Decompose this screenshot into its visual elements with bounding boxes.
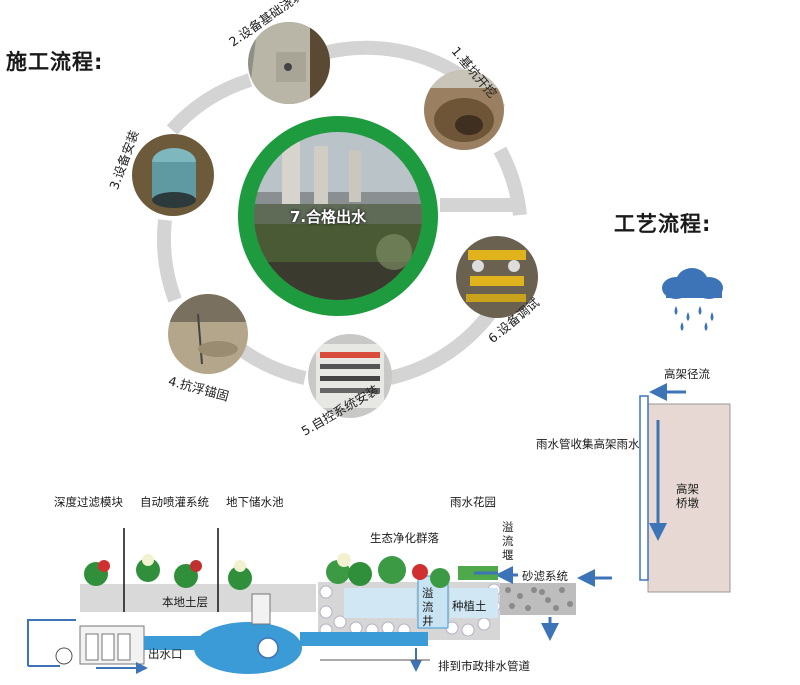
step-3-photo	[132, 134, 214, 216]
label-to-municipal: 排到市政排水管道	[438, 659, 530, 673]
label-outlet: 出水口	[148, 647, 183, 661]
step-4-photo	[168, 294, 248, 374]
label-overflow-well-3: 井	[422, 614, 434, 628]
label-overflow-weir: 溢 流 堰	[502, 520, 514, 562]
step-2-photo	[248, 22, 330, 104]
label-downpipe: 雨水管收集高架雨水	[536, 437, 640, 451]
label-eco-community: 生态净化群落	[370, 531, 439, 545]
process-heading: 工艺流程:	[614, 212, 712, 236]
label-planting-soil: 种植土	[452, 599, 487, 613]
label-overflow-weir-1: 溢	[502, 520, 514, 534]
rain-cloud-icon	[662, 268, 723, 331]
label-native-soil: 本地土层	[162, 595, 208, 609]
label-overflow-well: 溢 流 井	[422, 586, 434, 628]
label-viaduct-runoff: 高架径流	[664, 367, 710, 381]
label-pier-line1: 高架	[676, 482, 699, 496]
label-pier: 高架 桥墩	[676, 482, 699, 510]
center-label: 7.合格出水	[290, 208, 367, 226]
label-overflow-weir-3: 堰	[502, 548, 514, 562]
center-photo	[254, 132, 422, 300]
label-rain-garden: 雨水花园	[450, 495, 496, 509]
label-overflow-well-1: 溢	[422, 586, 434, 600]
label-deep-filter: 深度过滤模块	[54, 495, 123, 509]
label-sand-filter: 砂滤系统	[522, 569, 568, 583]
label-underground-tank: 地下储水池	[226, 495, 284, 509]
step-6-photo	[456, 236, 538, 318]
label-auto-irrigation: 自动喷灌系统	[140, 495, 209, 509]
label-overflow-weir-2: 流	[502, 534, 514, 548]
step-1-photo	[424, 70, 504, 150]
construction-heading: 施工流程:	[6, 50, 104, 74]
label-pier-line2: 桥墩	[676, 496, 699, 510]
step-5-photo	[308, 334, 392, 418]
label-overflow-well-2: 流	[422, 600, 434, 614]
